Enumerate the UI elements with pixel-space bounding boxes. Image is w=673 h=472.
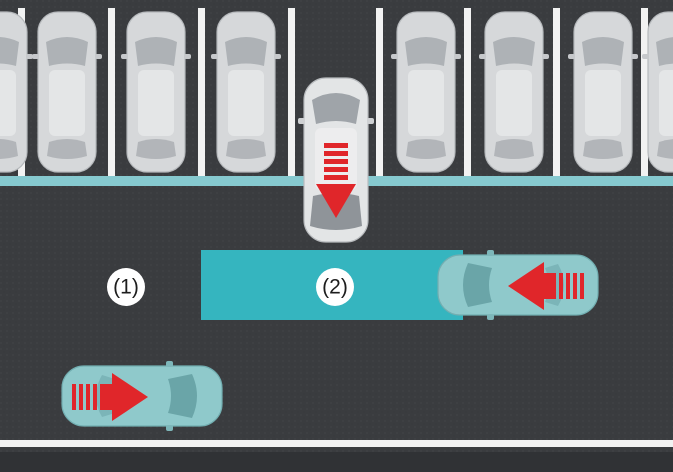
direction-arrow-icon bbox=[72, 373, 148, 421]
zone-label-2-text: (2) bbox=[322, 276, 348, 299]
zone-label-2: (2) bbox=[316, 268, 354, 306]
zone-label-1-text: (1) bbox=[113, 276, 139, 299]
direction-arrow-icon bbox=[316, 143, 356, 218]
lane-edge bbox=[0, 452, 673, 472]
direction-arrow-icon bbox=[508, 262, 584, 310]
zone-label-1: (1) bbox=[107, 268, 145, 306]
lane-marking bbox=[0, 440, 673, 447]
